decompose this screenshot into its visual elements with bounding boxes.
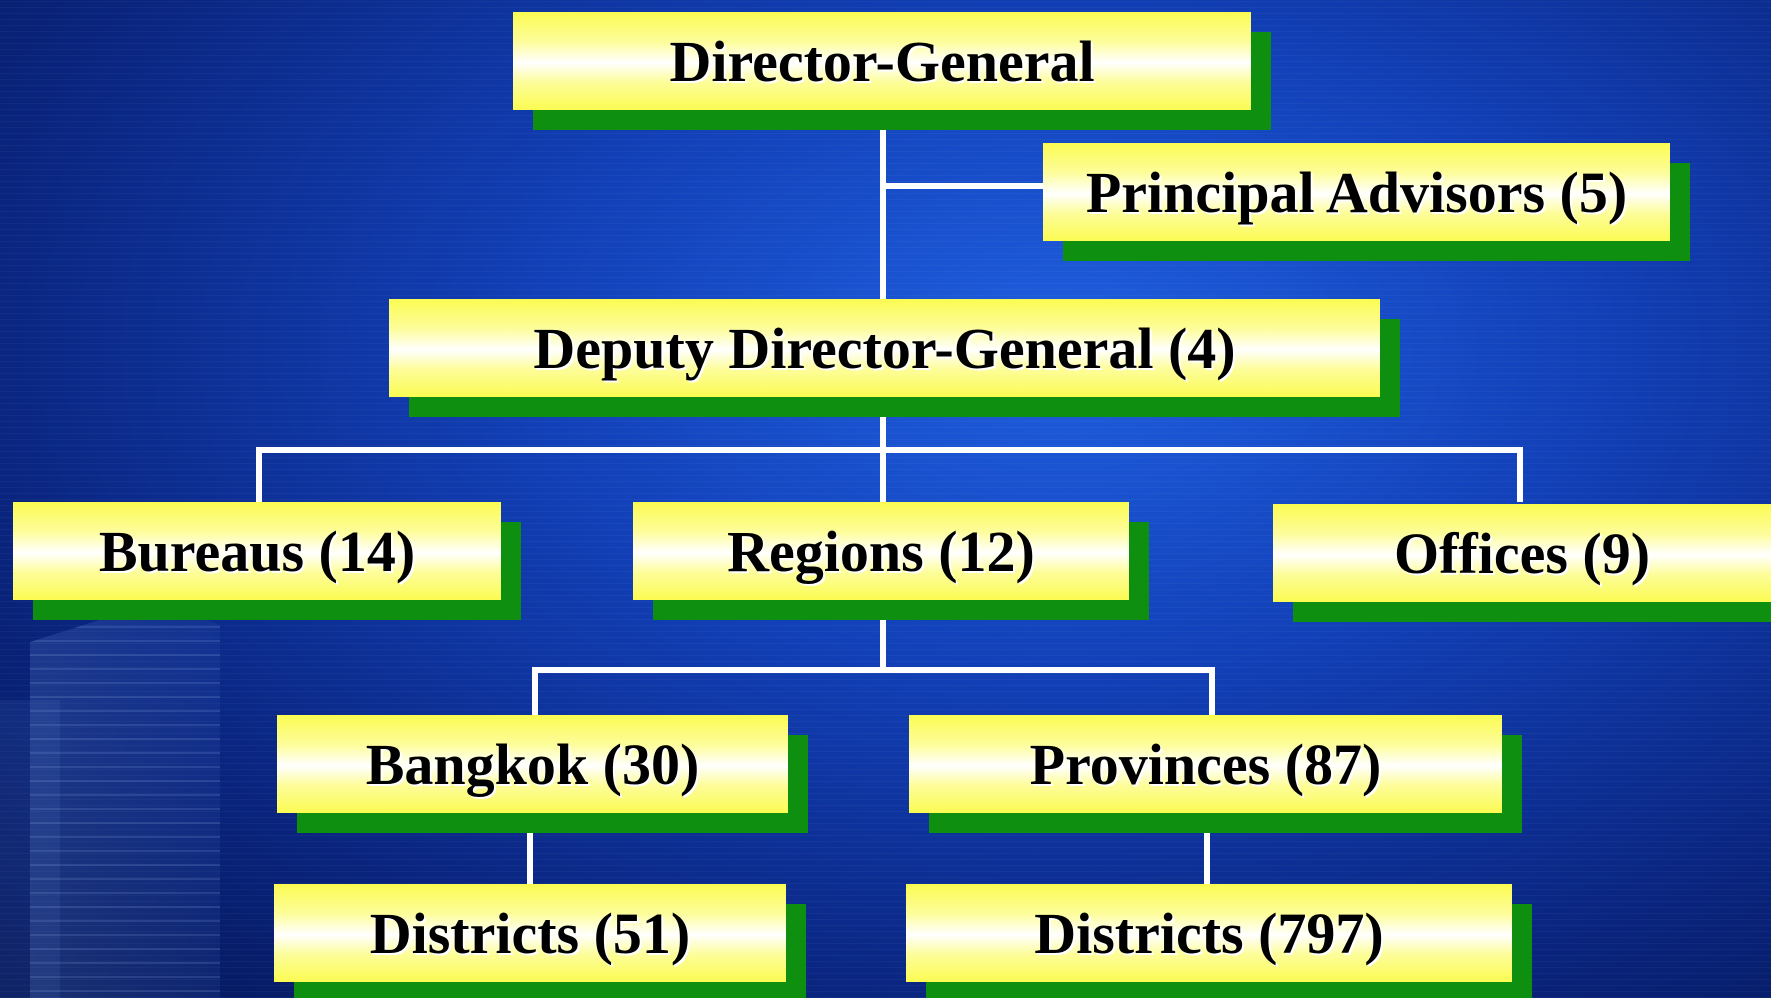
connector-to-offices xyxy=(1517,447,1523,502)
bureaus-box: Bureaus (14) xyxy=(13,502,501,600)
connector-to-bureaus xyxy=(256,447,262,502)
connector-to-provinces xyxy=(1209,667,1215,716)
connector-provinces-to-districts xyxy=(1204,828,1210,885)
principal-advisors-box: Principal Advisors (5) xyxy=(1043,143,1670,241)
bangkok-box: Bangkok (30) xyxy=(277,715,788,813)
connector-to-advisors xyxy=(880,183,1043,189)
connector-regions-down xyxy=(880,615,886,672)
connector-dg-to-deputy xyxy=(880,130,886,300)
provinces-box: Provinces (87) xyxy=(909,715,1502,813)
districts-bangkok-box: Districts (51) xyxy=(274,884,786,982)
background-building xyxy=(30,600,220,998)
connector-to-regions xyxy=(880,447,886,502)
director-general-box: Director-General xyxy=(513,12,1251,110)
offices-box: Offices (9) xyxy=(1273,504,1771,602)
background-building-left xyxy=(0,700,60,998)
districts-provinces-box: Districts (797) xyxy=(906,884,1512,982)
connector-second-level-bar xyxy=(256,447,1523,453)
connector-to-bangkok xyxy=(532,667,538,716)
connector-bangkok-to-districts xyxy=(527,828,533,885)
deputy-director-general-box: Deputy Director-General (4) xyxy=(389,299,1380,397)
regions-box: Regions (12) xyxy=(633,502,1129,600)
connector-deputy-down xyxy=(880,411,886,449)
connector-third-level-bar xyxy=(532,667,1215,673)
